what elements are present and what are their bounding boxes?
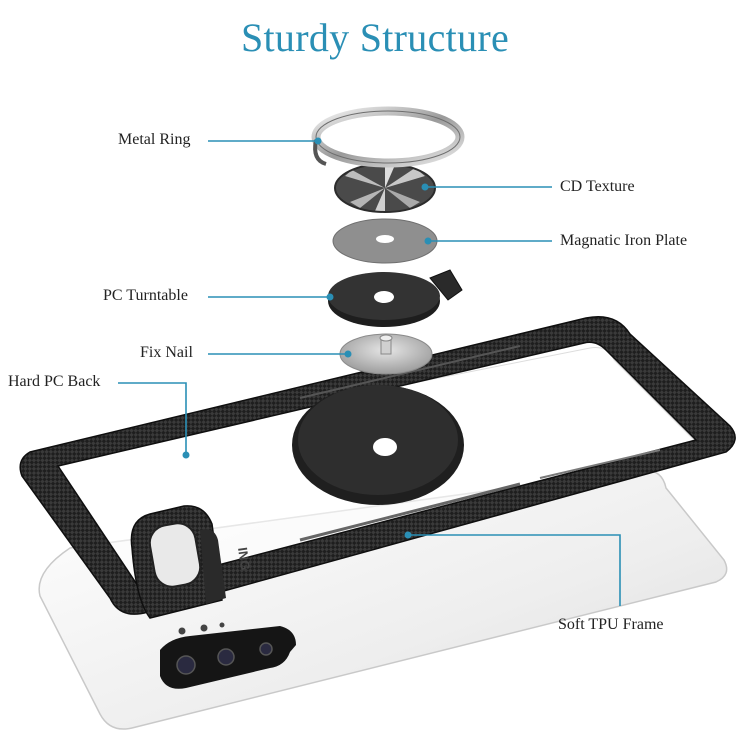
label-hard-pc-back: Hard PC Back <box>8 373 101 390</box>
label-iron-plate: Magnatic Iron Plate <box>560 232 688 249</box>
leader-lines <box>118 140 621 606</box>
leader-dot-icon <box>421 183 429 191</box>
camera-lens-icon <box>176 655 196 675</box>
phone-brand-text: ING <box>235 546 253 571</box>
flash-icon <box>200 624 208 632</box>
leader-soft-tpu-frame <box>408 534 621 606</box>
label-soft-tpu-frame: Soft TPU Frame <box>558 616 664 633</box>
cd-texture-part <box>334 163 436 213</box>
leader-dot-icon <box>344 350 352 358</box>
label-fix-nail: Fix Nail <box>140 344 193 361</box>
diagram-title: Sturdy Structure <box>240 15 510 60</box>
leader-dot-icon <box>314 137 322 145</box>
leader-dots <box>182 137 432 539</box>
iron-plate-part <box>332 218 438 264</box>
label-cd-texture: CD Texture <box>560 178 635 195</box>
flash-icon <box>178 627 186 635</box>
fix-nail-part <box>339 333 433 375</box>
leader-dot-icon <box>182 451 190 459</box>
metal-ring-part <box>311 106 465 168</box>
leader-hard-pc-back <box>118 382 187 455</box>
camera-lens-icon <box>259 642 273 656</box>
leader-dot-icon <box>424 237 432 245</box>
sensor-icon <box>219 622 225 628</box>
camera-lens-icon <box>217 648 235 666</box>
label-metal-ring: Metal Ring <box>118 131 191 148</box>
leader-dot-icon <box>326 293 334 301</box>
leader-dot-icon <box>404 531 412 539</box>
turntable-base <box>292 385 464 505</box>
soft-tpu-frame-shape: ING <box>19 316 736 619</box>
pc-turntable-part <box>328 269 463 327</box>
label-pc-turntable: PC Turntable <box>103 287 188 304</box>
